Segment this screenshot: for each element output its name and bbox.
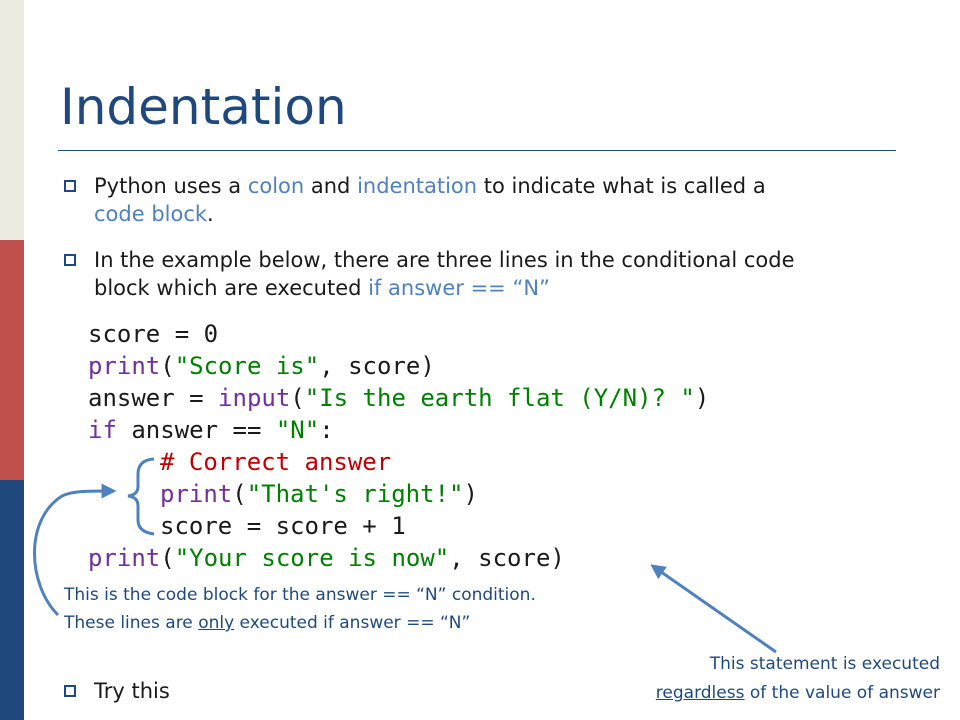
code-line-6: print("That's right!") [160,480,478,508]
hollow-square-bullet-icon [64,180,76,192]
bullet-example-description: In the example below, there are three li… [64,246,884,302]
bullet-text: In the example below, there are three li… [94,248,795,300]
code-line-7: score = score + 1 [160,512,406,540]
bullet-text: Try this [94,679,170,703]
code-block-note-line-2: These lines are only executed if answer … [64,613,471,633]
side-band-top [0,0,24,240]
code-line-2: print("Score is", score) [88,352,435,380]
curved-arrow-icon [33,483,117,617]
code-line-4: if answer == "N": [88,416,334,444]
statement-note-line-2: regardless of the value of answer [655,683,940,703]
statement-note-line-1: This statement is executed [709,654,940,674]
code-line-8: print("Your score is now", score) [88,544,565,572]
code-line-1: score = 0 [88,320,219,348]
curved-arrow-icon [650,564,777,654]
slide-title: Indentation [60,78,347,136]
bullet-text: Python uses a colon and indentation to i… [94,174,766,226]
side-band-middle [0,240,24,480]
code-block-note-line-1: This is the code block for the answer ==… [64,585,536,605]
title-underline [58,150,896,151]
hollow-square-bullet-icon [64,254,76,266]
bullet-try-this: Try this [64,677,884,705]
code-block-bracket [127,457,155,536]
code-line-5-comment: # Correct answer [160,448,392,476]
code-line-3: answer = input("Is the earth flat (Y/N)?… [88,384,710,412]
hollow-square-bullet-icon [64,685,76,697]
side-band-bottom [0,480,24,720]
bullet-colon-indentation: Python uses a colon and indentation to i… [64,172,884,228]
